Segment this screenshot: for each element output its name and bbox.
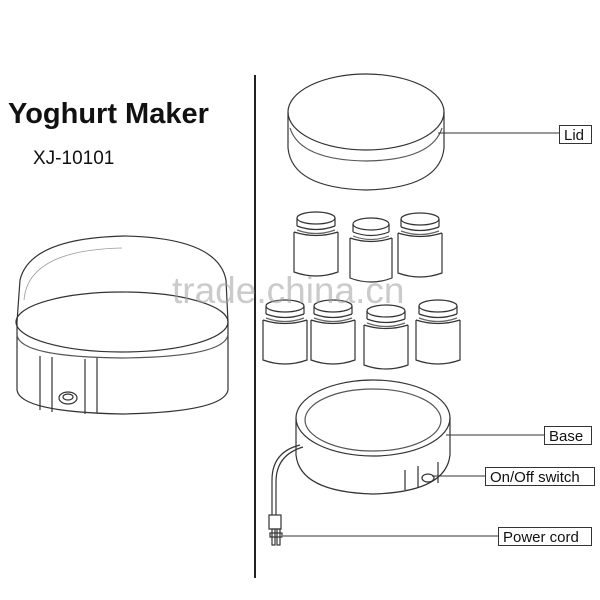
jar-2 — [349, 217, 393, 283]
jar-3 — [397, 212, 443, 278]
model-number: XJ-10101 — [33, 148, 115, 169]
jar-5 — [310, 299, 356, 365]
watermark: trade.china.cn — [172, 270, 405, 311]
lid-illustration — [287, 73, 445, 191]
power-cord-illustration — [268, 444, 304, 546]
label-on-off-switch: On/Off switch — [485, 467, 595, 486]
base-illustration — [295, 379, 451, 495]
label-base: Base — [544, 426, 592, 445]
assembled-maker-illustration — [15, 235, 229, 415]
label-power-cord: Power cord — [498, 527, 592, 546]
jar-4 — [262, 299, 308, 365]
jars-illustration — [262, 211, 461, 370]
jar-1 — [293, 211, 339, 277]
label-lid: Lid — [559, 125, 592, 144]
product-title: Yoghurt Maker — [8, 98, 209, 130]
jar-6 — [363, 304, 409, 370]
jar-7 — [415, 299, 461, 365]
